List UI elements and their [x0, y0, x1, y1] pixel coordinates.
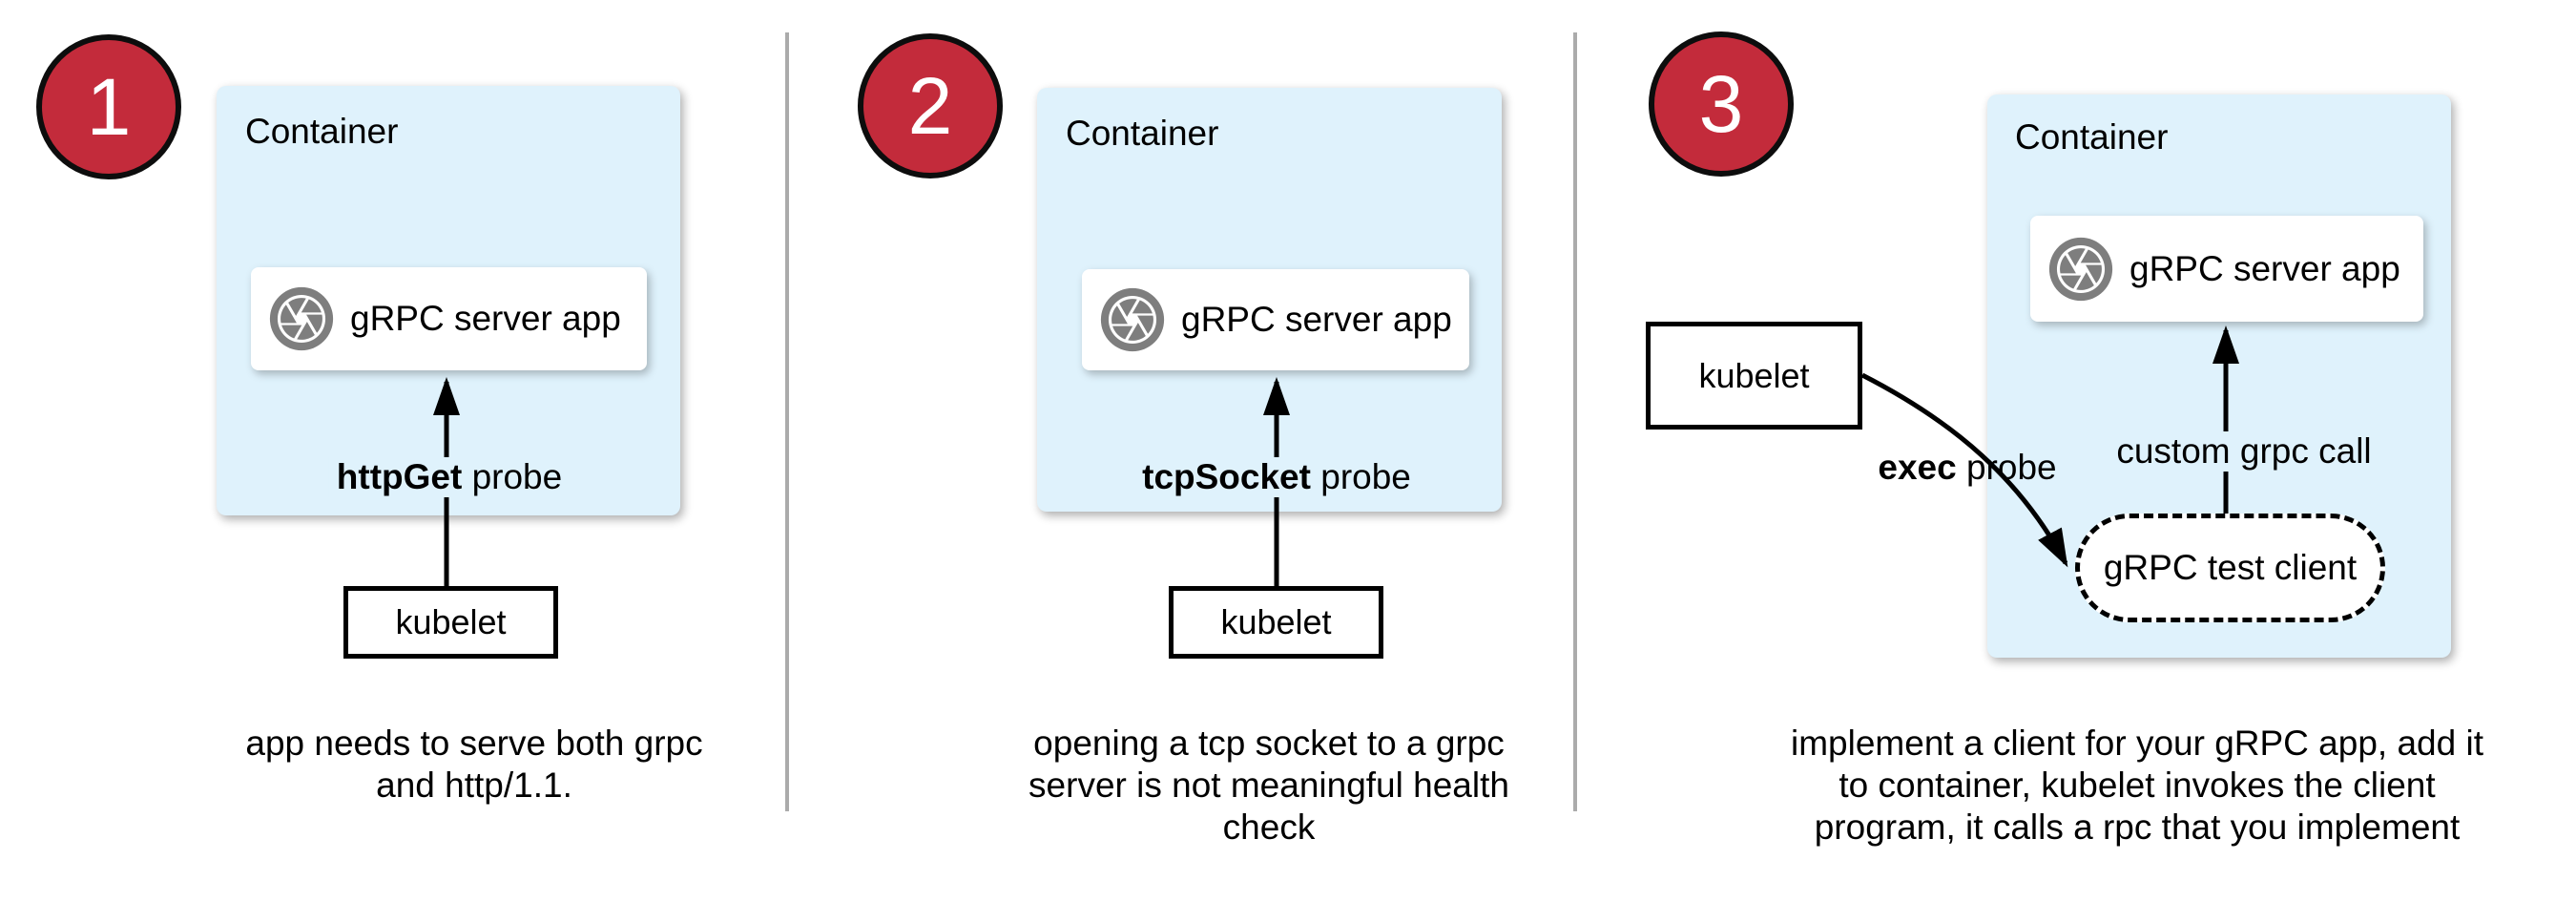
grpc-test-client-box: gRPC test client: [2075, 514, 2385, 622]
step-badge-2: 2: [858, 33, 1003, 178]
step-badge-1: 1: [36, 34, 181, 179]
container-label: Container: [1066, 114, 1219, 153]
aperture-icon: [2048, 237, 2113, 301]
caption-line: server is not meaningful health: [1028, 766, 1509, 805]
aperture-icon: [1100, 287, 1165, 352]
caption-line: opening a tcp socket to a grpc: [1033, 724, 1505, 763]
grpc-test-client-label: gRPC test client: [2103, 548, 2358, 587]
kubelet-label: kubelet: [395, 602, 507, 641]
caption-line: and http/1.1.: [376, 766, 572, 805]
caption-line: app needs to serve both grpc: [245, 724, 703, 763]
panel-caption: opening a tcp socket to a grpc server is…: [1028, 723, 1509, 849]
custom-grpc-call-label: custom grpc call: [2109, 431, 2379, 472]
panel-divider: [1573, 32, 1577, 811]
caption-line: program, it calls a rpc that you impleme…: [1814, 808, 2461, 847]
aperture-icon: [269, 286, 334, 351]
caption-line: check: [1222, 808, 1316, 847]
container-label: Container: [245, 112, 399, 151]
grpc-server-app-label: gRPC server app: [350, 299, 621, 338]
panel-caption: app needs to serve both grpc and http/1.…: [245, 723, 702, 807]
grpc-server-app-box: gRPC server app: [1082, 269, 1469, 370]
panel-divider: [785, 32, 789, 811]
probe-label: exec probe: [1878, 448, 2057, 487]
step-number: 3: [1698, 59, 1744, 149]
kubelet-label: kubelet: [1220, 602, 1332, 641]
caption-line: implement a client for your gRPC app, ad…: [1791, 724, 2483, 763]
step-number: 2: [907, 61, 953, 151]
caption-line: to container, kubelet invokes the client: [1839, 766, 2436, 805]
probe-label: tcpSocket probe: [1134, 457, 1419, 497]
kubelet-label: kubelet: [1698, 355, 1810, 395]
grpc-server-app-box: gRPC server app: [2030, 216, 2423, 322]
kubelet-box: kubelet: [1169, 586, 1383, 659]
grpc-server-app-label: gRPC server app: [2129, 248, 2400, 288]
panel-caption: implement a client for your gRPC app, ad…: [1791, 723, 2483, 849]
probe-label: httpGet probe: [328, 457, 571, 497]
grpc-server-app-box: gRPC server app: [251, 267, 647, 370]
step-number: 1: [86, 62, 132, 152]
grpc-server-app-label: gRPC server app: [1181, 300, 1452, 339]
step-badge-3: 3: [1649, 31, 1794, 177]
kubelet-box: kubelet: [1646, 322, 1862, 430]
container-label: Container: [2015, 117, 2169, 157]
kubelet-box: kubelet: [343, 586, 558, 659]
